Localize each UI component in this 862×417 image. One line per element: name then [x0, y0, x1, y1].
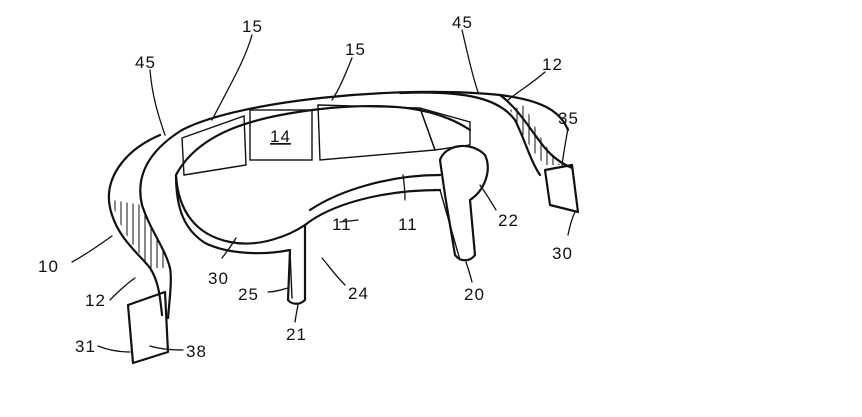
left-strap — [107, 128, 184, 320]
ref-10: 10 — [38, 257, 59, 276]
ref-38: 38 — [186, 342, 207, 361]
ref-11-right: 11 — [332, 215, 352, 234]
front-loop-right — [438, 144, 489, 262]
front-band — [303, 173, 442, 227]
ref-24: 24 — [348, 284, 369, 303]
reference-labels: 15 15 45 45 12 35 14 11 22 11 30 10 30 2… — [38, 13, 579, 361]
ref-31: 31 — [75, 337, 96, 356]
ref-22: 22 — [498, 211, 519, 230]
ref-20: 20 — [464, 285, 485, 304]
right-strap — [398, 91, 574, 177]
ref-14: 14 — [270, 127, 291, 146]
ref-30-right: 30 — [552, 244, 573, 263]
ref-45-right: 45 — [452, 13, 473, 32]
ref-15-center: 15 — [345, 40, 366, 59]
ref-21: 21 — [286, 325, 307, 344]
left-end-tab — [126, 290, 170, 365]
ref-45-left: 45 — [135, 53, 156, 72]
ref-35: 35 — [558, 109, 579, 128]
ref-12-top: 12 — [542, 55, 563, 74]
ref-15-left: 15 — [242, 17, 263, 36]
right-end-tab — [543, 163, 580, 214]
ref-11-mid: 11 — [398, 215, 418, 234]
ref-25: 25 — [238, 285, 259, 304]
leader-lines — [71, 29, 576, 353]
ref-12-bottom: 12 — [85, 291, 106, 310]
ref-30-left: 30 — [208, 269, 229, 288]
front-loop-left — [174, 173, 307, 305]
